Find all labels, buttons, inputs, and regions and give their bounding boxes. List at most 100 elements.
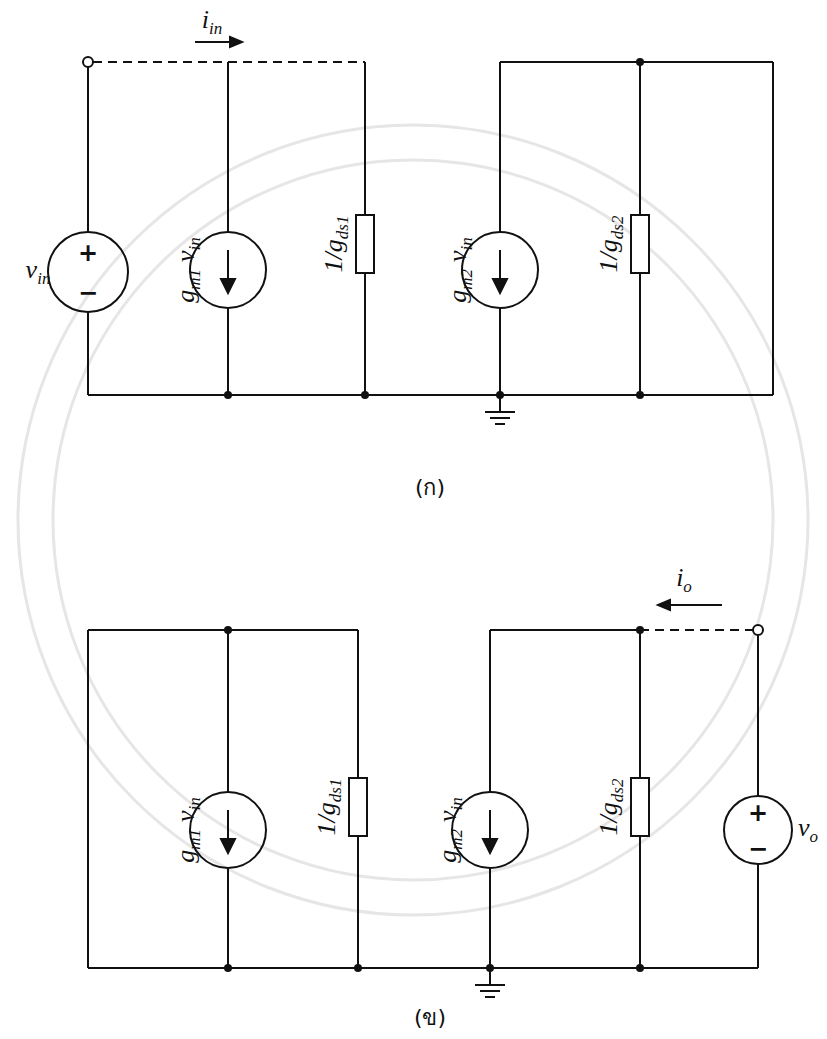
circuit-a-part — [499, 62, 501, 232]
symbol-text: g — [443, 290, 472, 303]
circuit-a-part-part — [636, 391, 644, 399]
circuit-a-part-part — [224, 391, 232, 399]
subscript: in — [457, 237, 476, 250]
circuit-b-part-part — [224, 626, 232, 634]
circuit-b-part — [227, 810, 229, 842]
resistor-label: 1/gds2 — [596, 216, 626, 273]
circuit-b-part — [349, 778, 367, 836]
circuit-b-part — [224, 626, 644, 972]
polarity-sign: + — [78, 240, 98, 266]
subscript: o — [810, 827, 819, 846]
resistor-label: 1/gds1 — [314, 779, 344, 836]
circuit-a-part — [499, 250, 501, 282]
symbol-text: v — [171, 250, 200, 262]
symbol-text: g — [433, 850, 462, 863]
circuit-a-part — [639, 62, 641, 215]
symbol-text: v — [443, 250, 472, 262]
circuit-a-part — [490, 417, 510, 419]
figure-label: (ข) — [414, 1004, 446, 1030]
circuit-b-part-part — [354, 964, 362, 972]
circuit-b-part — [658, 600, 670, 610]
circuit-a-part — [495, 423, 505, 425]
symbol-text: − — [78, 279, 98, 307]
circuit-a-part — [499, 395, 501, 412]
circuit-b — [88, 600, 792, 997]
polarity-sign: − — [78, 280, 98, 306]
circuit-a-part-part — [636, 58, 644, 66]
circuit-b-part — [639, 630, 641, 778]
resistor-label: 1/gds2 — [596, 779, 626, 836]
circuit-a-part — [227, 308, 229, 395]
circuit-b-part — [480, 990, 500, 992]
circuit-a-part — [639, 273, 641, 395]
circuit-b-part — [724, 796, 792, 864]
circuit-b-part — [489, 630, 491, 792]
circuit-a-part — [493, 279, 507, 293]
circuit-a-part — [485, 411, 515, 413]
symbol-text: 1/g — [594, 802, 623, 835]
circuit-b-part — [489, 968, 491, 985]
symbol-text: (ข) — [414, 1005, 446, 1030]
symbol-text: (ก) — [415, 475, 445, 500]
circuit-b-part — [87, 630, 89, 968]
circuit-b-part — [485, 996, 495, 998]
circuit-b-part — [88, 629, 358, 631]
subscript: ds1 — [326, 779, 345, 803]
circuit-a-part — [195, 41, 232, 43]
circuit-b-part — [631, 778, 649, 836]
subscript: in — [185, 237, 204, 250]
subscript: ds2 — [608, 779, 627, 803]
circuit-b-part — [753, 625, 763, 635]
circuit-a-part — [227, 250, 229, 282]
symbol-text: g — [171, 850, 200, 863]
source-label: gm2vin — [445, 237, 475, 303]
symbol-text: v — [433, 810, 462, 822]
symbol-text: i — [676, 563, 683, 592]
symbol-text: 1/g — [319, 239, 348, 272]
symbol-text: v — [798, 813, 810, 842]
symbol-text: + — [78, 239, 98, 267]
circuit-a-part — [87, 67, 89, 232]
source-label: gm1vin — [173, 797, 203, 863]
circuit-a-part — [224, 58, 644, 399]
circuit-a-part — [772, 62, 774, 395]
circuit-b-part — [483, 839, 497, 853]
circuit-b-part — [227, 630, 229, 792]
circuit-b-part-part — [636, 964, 644, 972]
circuit-b-part — [639, 836, 641, 968]
subscript: ds2 — [608, 216, 627, 240]
watermark-part — [53, 160, 773, 880]
subscript: ds1 — [333, 216, 352, 240]
symbol-text: i — [202, 5, 209, 34]
circuit-b-part — [668, 604, 722, 606]
source-label: gm2vin — [435, 797, 465, 863]
subscript: in — [37, 269, 50, 288]
circuit-b-part — [489, 868, 491, 968]
subscript: m2 — [447, 829, 466, 850]
subscript: in — [185, 797, 204, 810]
resistor-label: 1/gds1 — [321, 216, 351, 273]
circuit-a-part — [83, 57, 93, 67]
circuit-b-part — [221, 839, 235, 853]
source-label: vin — [26, 257, 51, 287]
symbol-text: 1/g — [594, 239, 623, 272]
circuit-a-part-part — [361, 391, 369, 399]
circuit-a-part — [356, 215, 374, 273]
watermark-part — [18, 125, 808, 915]
figure-label: (ก) — [415, 474, 445, 500]
polarity-sign: − — [748, 836, 768, 862]
circuit-b-part-part — [224, 964, 232, 972]
circuit-a-part — [48, 232, 128, 312]
circuit-b-part — [640, 629, 753, 631]
subscript: o — [683, 577, 692, 596]
watermark — [18, 125, 808, 915]
source-label: gm1vin — [173, 237, 203, 303]
circuit-b-part-part — [636, 626, 644, 634]
circuit-a-part — [364, 62, 366, 215]
symbol-text: + — [748, 799, 768, 827]
circuit-a-part — [87, 312, 89, 395]
circuit-b-part — [489, 810, 491, 842]
circuit-a — [48, 37, 773, 424]
subscript: in — [209, 19, 222, 38]
